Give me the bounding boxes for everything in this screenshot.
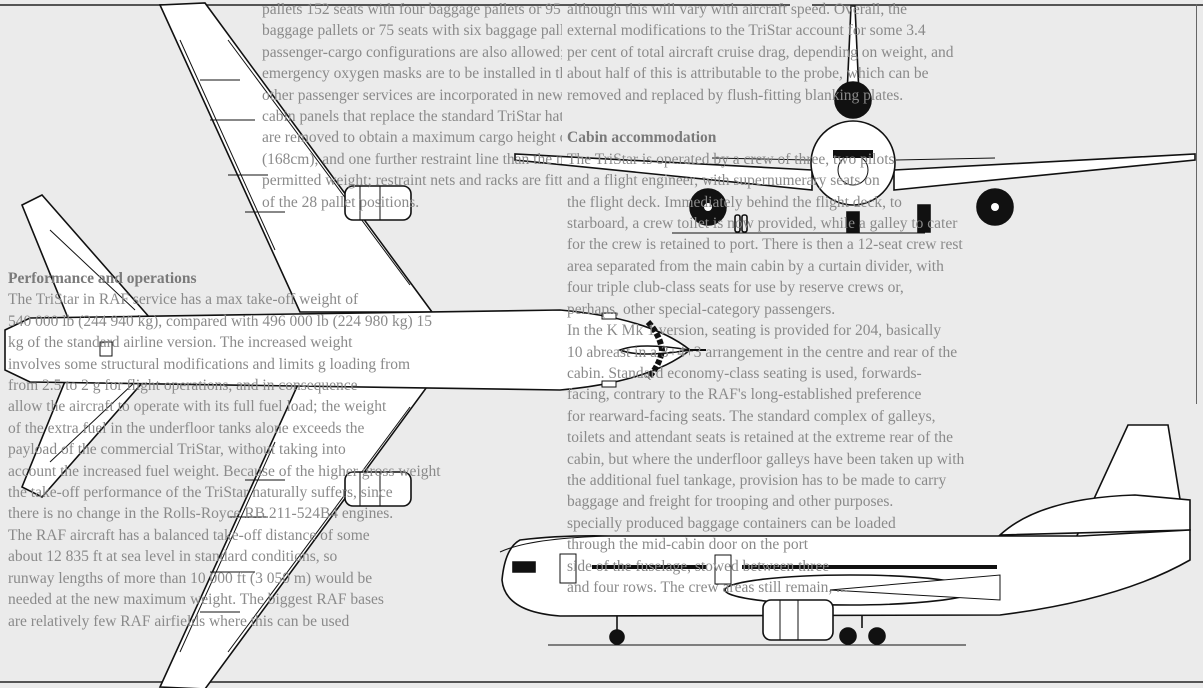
text-line: cabin panels that replace the standard T… — [262, 108, 562, 126]
left-column-bottom-text: Performance and operations The TriStar i… — [8, 268, 561, 632]
text-line: baggage and freight for trooping and oth… — [567, 493, 894, 511]
section-heading-cabin: Cabin accommodation — [567, 129, 717, 147]
text-line: facing, contrary to the RAF's long-estab… — [567, 386, 922, 404]
side-main-wheel — [840, 628, 856, 644]
left-column-top-text: pallets 152 seats with four baggage pall… — [262, 0, 562, 213]
top-rule — [0, 4, 790, 6]
text-line: baggage pallets or 75 seats with six bag… — [262, 22, 562, 40]
text-line: the take-off performance of the TriStar … — [8, 484, 393, 502]
text-line: involves some structural modifications a… — [8, 355, 411, 373]
text-line: 10 abreast in a 3+4+3 arrangement in the… — [567, 343, 958, 361]
side-view — [500, 425, 1190, 645]
text-line: The RAF aircraft has a balanced take-off… — [8, 526, 370, 544]
section-heading-performance: Performance and operations — [8, 270, 197, 287]
front-view — [515, 6, 1195, 233]
text-line: from 2.5 to 2 g for flight operations, a… — [8, 377, 358, 395]
text-line: account the increased fuel weight. Becau… — [8, 462, 441, 480]
text-line: for the crew is retained to port. There … — [567, 236, 963, 254]
text-line — [567, 106, 1195, 127]
text-line: area separated from the main cabin by a … — [567, 257, 944, 275]
front-centre-engine-intake — [835, 82, 871, 118]
text-line: about half of this is attributable to th… — [567, 65, 929, 83]
text-line: pallets 152 seats with four baggage pall… — [262, 1, 562, 18]
text-line: starboard, a crew toilet is now provided… — [567, 215, 958, 233]
text-line: other passenger services are incorporate… — [262, 86, 562, 104]
text-line: side of the fuselage, stowed between thr… — [567, 557, 830, 575]
plan-engine-nacelle — [345, 186, 411, 220]
text-line: emergency oxygen masks are to be install… — [262, 65, 562, 83]
text-line: The TriStar is operated by a crew of thr… — [567, 150, 895, 168]
plan-view — [5, 3, 706, 688]
text-line: removed and replaced by flush-fitting bl… — [567, 86, 904, 104]
text-line: The TriStar in RAF service has a max tak… — [8, 291, 359, 309]
side-window-row — [592, 565, 997, 569]
text-line: of the extra fuel in the underfloor tank… — [8, 419, 365, 437]
side-centre-engine — [1000, 495, 1190, 535]
text-line: permitted weight; restraint nets and rac… — [262, 172, 562, 190]
text-line: although this will vary with aircraft sp… — [567, 1, 908, 18]
text-line: and four rows. The crew areas still rema… — [567, 578, 848, 596]
text-line: runway lengths of more than 10 000 ft (3… — [8, 569, 373, 587]
text-line: about 12 835 ft at sea level in standard… — [8, 548, 338, 566]
text-line: per cent of total aircraft cruise drag, … — [567, 43, 954, 61]
text-line: In the K Mk 1 version, seating is provid… — [567, 322, 942, 340]
text-line: of the 28 pallet positions. — [262, 193, 420, 211]
front-wing-left — [515, 154, 812, 190]
text-line: perhaps, other special-category passenge… — [567, 300, 836, 318]
text-line: external modifications to the TriStar ac… — [567, 22, 926, 40]
side-fuselage — [502, 530, 1190, 616]
text-line: through the mid-cabin door on the port — [567, 536, 809, 554]
text-line: toilets and attendant seats is retained … — [567, 429, 954, 447]
side-door-front — [560, 554, 576, 583]
text-line: are removed to obtain a maximum cargo he… — [262, 129, 562, 147]
text-line: allow the aircraft to operate with its f… — [8, 398, 387, 416]
text-line: cabin. Standard economy-class seating is… — [567, 364, 922, 382]
front-wing-right — [894, 154, 1195, 190]
side-main-wheel — [869, 628, 885, 644]
text-line: and a flight engineer, with supernumerar… — [567, 172, 880, 190]
text-line: passenger-cargo configurations are also … — [262, 43, 562, 61]
bottom-rule — [0, 681, 1203, 683]
top-rule-right — [812, 4, 1203, 6]
text-line: specially produced baggage containers ca… — [567, 514, 896, 532]
text-line: kg of the standard airline version. The … — [8, 334, 353, 352]
text-line: for rearward-facing seats. The standard … — [567, 407, 936, 425]
text-line: cabin, but where the underfloor galleys … — [567, 450, 965, 468]
text-line: payload of the commercial TriStar, witho… — [8, 441, 346, 459]
text-line: the flight deck. Immediately behind the … — [567, 193, 902, 211]
text-line: there is no change in the Rolls-Royce RB… — [8, 505, 394, 523]
text-line: four triple club-class seats for use by … — [567, 279, 904, 297]
column-divider — [1196, 4, 1197, 404]
text-line: the additional fuel tankage, provision h… — [567, 471, 947, 489]
text-line: are relatively few RAF airfields where t… — [8, 612, 350, 630]
text-line: needed at the new maximum weight. The bi… — [8, 591, 384, 609]
side-door-mid — [715, 555, 731, 584]
right-column-text: although this will vary with aircraft sp… — [567, 0, 1195, 598]
text-line: 540 000 lb (244 940 kg), compared with 4… — [8, 312, 433, 330]
side-nose-wheel — [610, 630, 624, 644]
text-line: (168cm), and one further restraint line … — [262, 150, 562, 168]
